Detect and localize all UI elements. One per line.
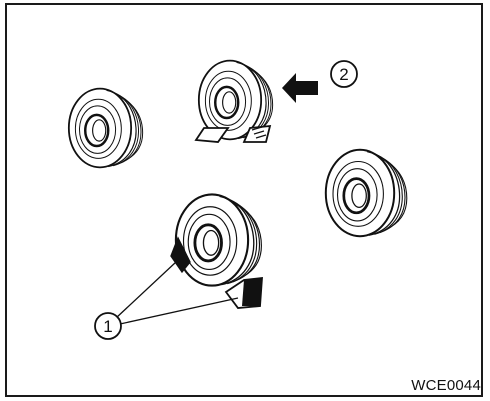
arrow-icon <box>282 73 318 103</box>
wheel-chock-front <box>170 236 263 309</box>
figure-code: WCE0044 <box>411 377 481 394</box>
callout-1: 1 <box>94 312 122 340</box>
tire-right <box>324 148 409 238</box>
callout-1-label: 1 <box>103 317 112 336</box>
tire-left <box>67 87 144 169</box>
callout-2-label: 2 <box>339 65 348 84</box>
tire-bottom <box>174 192 263 288</box>
callout-2: 2 <box>330 60 358 88</box>
callout-1-leaders <box>115 261 239 325</box>
wheel-chock-rear <box>194 124 272 143</box>
